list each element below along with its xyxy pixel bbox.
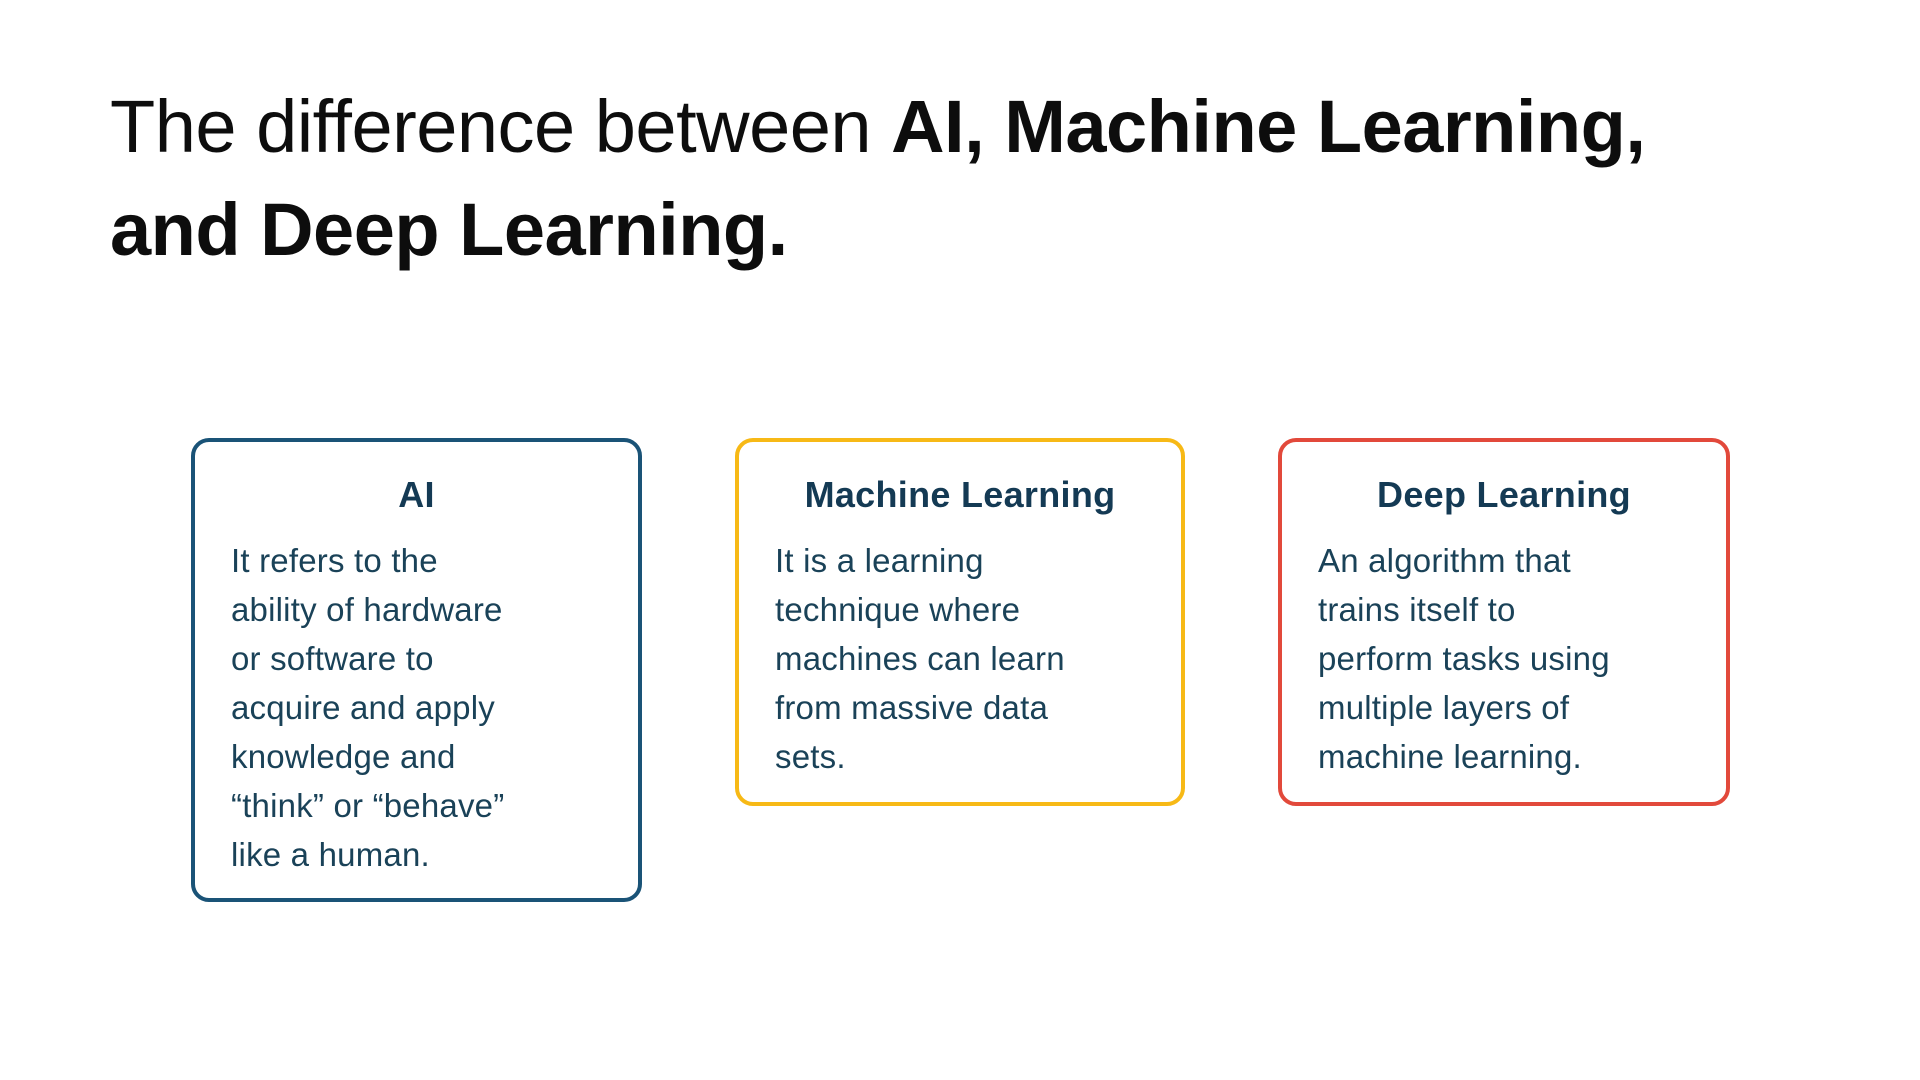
card-ai: AI It refers to the ability of hardware … [191, 438, 642, 902]
card-ai-line: ability of hardware [231, 591, 503, 628]
card-machine-learning: Machine Learning It is a learning techni… [735, 438, 1185, 806]
card-ai-line: “think” or “behave” [231, 787, 505, 824]
title-bold-line2: and Deep Learning. [110, 188, 788, 271]
card-ai-title: AI [398, 474, 435, 515]
title-regular-text: The difference between [110, 85, 892, 168]
page-title: The difference between AI, Machine Learn… [110, 75, 1870, 281]
card-deep-learning-line: machine learning. [1318, 738, 1582, 775]
card-deep-learning-line: multiple layers of [1318, 689, 1570, 726]
card-deep-learning-line: perform tasks using [1318, 640, 1610, 677]
card-deep-learning-title: Deep Learning [1377, 474, 1631, 515]
card-machine-learning-line: technique where [775, 591, 1021, 628]
card-ai-line: knowledge and [231, 738, 456, 775]
card-deep-learning-line: An algorithm that [1318, 542, 1571, 579]
card-machine-learning-line: It is a learning [775, 542, 984, 579]
card-ai-line: like a human. [231, 836, 430, 873]
card-machine-learning-line: sets. [775, 738, 846, 775]
card-deep-learning: Deep Learning An algorithm that trains i… [1278, 438, 1730, 806]
card-machine-learning-line: from massive data [775, 689, 1048, 726]
card-machine-learning-title: Machine Learning [804, 474, 1116, 515]
card-ai-line: acquire and apply [231, 689, 495, 726]
card-ai-line: or software to [231, 640, 434, 677]
card-deep-learning-line: trains itself to [1318, 591, 1516, 628]
card-machine-learning-line: machines can learn [775, 640, 1065, 677]
card-ai-line: It refers to the [231, 542, 438, 579]
title-bold-line1: AI, Machine Learning, [891, 85, 1646, 168]
